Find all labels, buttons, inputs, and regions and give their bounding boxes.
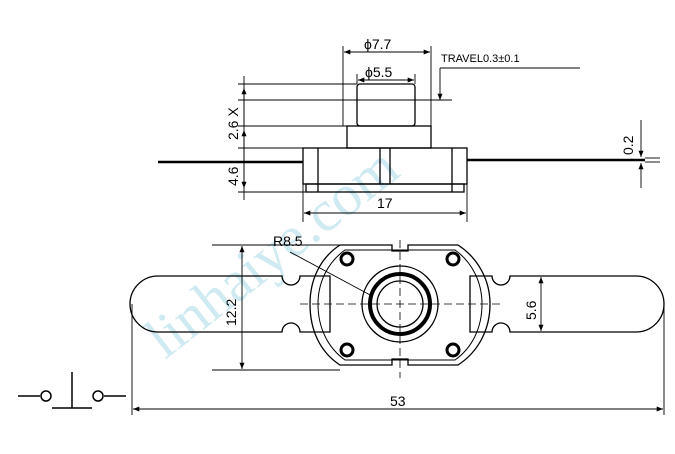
side-view <box>158 83 645 193</box>
watermark-text: linhaiye.com <box>133 134 410 371</box>
side-view-dimensions <box>238 46 660 222</box>
dim-17: 17 <box>377 195 393 211</box>
dim-53: 53 <box>390 393 406 409</box>
dim-4-6: 4.6 <box>225 166 241 186</box>
mounting-hole <box>339 342 355 358</box>
mounting-strip <box>129 275 331 333</box>
button-ring <box>368 272 432 336</box>
push-switch-symbol <box>18 372 126 409</box>
switch-base <box>305 183 465 193</box>
watermark: linhaiye.com <box>133 134 410 371</box>
dim-5-6: 5.6 <box>523 300 539 320</box>
mounting-hole <box>445 251 461 267</box>
top-view-dimensions <box>131 244 665 415</box>
radius-leader <box>289 251 373 297</box>
dim-travel: TRAVEL0.3±0.1 <box>441 53 520 65</box>
mounting-hole <box>339 251 355 267</box>
dim-12-2: 12.2 <box>223 299 239 326</box>
mounting-hole <box>445 342 461 358</box>
dim-2-6-x: 2.6 X <box>225 107 241 140</box>
dim-0-2: 0.2 <box>620 135 636 155</box>
plunger-cap <box>356 83 416 127</box>
switch-body-plate <box>309 244 491 366</box>
dim-r-8-5: R8.5 <box>273 233 303 249</box>
dim-phi-7-7: ϕ7.7 <box>364 36 392 52</box>
dim-phi-5-5: ϕ5.5 <box>365 64 393 80</box>
